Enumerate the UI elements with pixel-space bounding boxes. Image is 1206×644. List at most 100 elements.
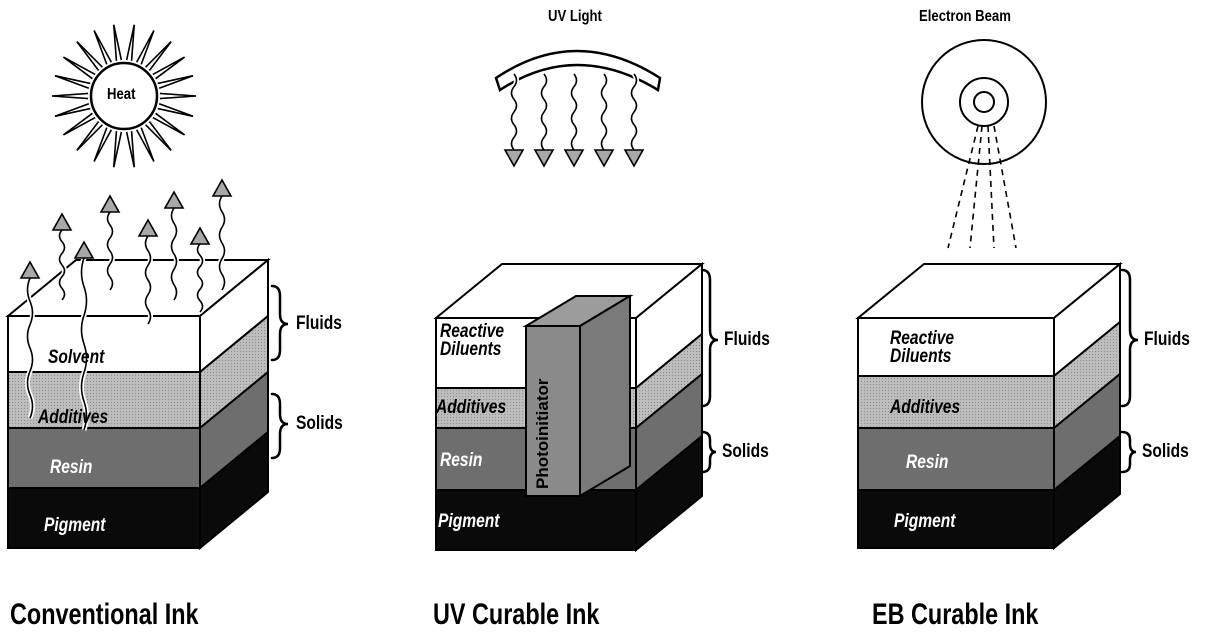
conv-layer-front-2: [7, 427, 201, 489]
title-conventional-ink: Conventional Ink: [10, 598, 199, 631]
conventional-ink-block: [5, 257, 271, 551]
uv-ray-3: [593, 72, 615, 168]
layer-label-solvent: Solvent: [48, 347, 105, 368]
evap-arrow-4-line: [144, 235, 152, 325]
uv-lamp-reflector: [494, 49, 662, 93]
evap-arrow-4-head: [137, 218, 159, 237]
brace-conventional-fluids: [270, 284, 289, 362]
conv-layer-front-0: [7, 315, 201, 373]
evap-arrow-0-line: [26, 277, 34, 419]
sun-ray-21: [157, 74, 194, 90]
uv-layer-front-3: [435, 489, 637, 551]
sun-ray-8: [76, 121, 103, 151]
sun-ray-13: [62, 56, 96, 80]
uv-ray-2: [563, 72, 585, 168]
bracket-label-fluids-uv: Fluids: [724, 329, 770, 350]
eb-layer-front-1: [857, 375, 1055, 429]
layer-label-resin-uv: Resin: [440, 450, 483, 471]
bracket-label-solids-conventional: Solids: [296, 413, 343, 434]
layer-label-additives-eb: Additives: [890, 397, 961, 418]
photoinitiator-column-side: [579, 294, 631, 498]
evap-arrow-6: [189, 226, 211, 314]
conv-layer-side-3: [199, 429, 269, 551]
uv-ray-0-line: [510, 73, 518, 151]
layer-label-pigment: Pigment: [44, 515, 106, 536]
evap-arrow-2: [73, 240, 95, 431]
uv-ray-0: [503, 72, 525, 168]
evaporation-arrows-icon: [19, 178, 233, 431]
heat-label: Heat: [107, 86, 136, 103]
sun-ray-17: [125, 24, 136, 61]
evap-arrow-0: [19, 260, 41, 419]
uv-ray-2-head: [563, 149, 585, 168]
sun-ray-10: [54, 102, 91, 118]
braces: [270, 268, 1139, 474]
brace-conventional-solids: [270, 392, 289, 460]
uv-ray-4-head: [623, 149, 645, 168]
sun-ray-5: [125, 131, 136, 168]
bracket-label-fluids-eb: Fluids: [1144, 329, 1190, 350]
conv-layer-front-3: [7, 487, 201, 549]
evap-arrow-7: [211, 178, 233, 292]
evap-arrow-1-head: [51, 212, 73, 231]
bracket-label-solids-uv: Solids: [722, 441, 769, 462]
eb-layer-side-3: [1053, 433, 1121, 551]
electron-beam-label: Electron Beam: [919, 8, 1011, 25]
brace-eb-solids: [1120, 430, 1137, 474]
bracket-label-fluids-conventional: Fluids: [296, 313, 342, 334]
photoinitiator-label: Photoinitiator: [533, 378, 552, 489]
brace-uv-solids: [700, 430, 717, 474]
sun-ray-18: [135, 30, 155, 65]
uv-light-label: UV Light: [548, 8, 602, 25]
sun-ray-20: [152, 56, 186, 80]
bracket-label-solids-eb: Solids: [1142, 441, 1189, 462]
eb-layer-front-3: [857, 489, 1055, 549]
evap-arrow-3-head: [99, 194, 121, 213]
sun-ray-6: [112, 131, 123, 168]
sun-ray-7: [93, 127, 113, 162]
uv-ray-4-line: [630, 73, 638, 151]
title-eb-curable-ink: EB Curable Ink: [872, 598, 1039, 631]
layer-label-reactive-diluents-eb: Reactive Diluents: [890, 328, 955, 367]
electron-beam-icon: [921, 39, 1047, 249]
eb-beam-0: [947, 125, 979, 249]
evap-arrow-6-head: [189, 226, 211, 245]
uv-ray-2-line: [570, 73, 578, 151]
uv-ray-1: [533, 72, 555, 168]
uv-ray-3-line: [600, 73, 608, 151]
evap-arrow-7-line: [218, 195, 226, 291]
uv-ray-1-line: [540, 73, 548, 151]
layer-label-resin: Resin: [50, 457, 93, 478]
evap-arrow-1-line: [58, 229, 66, 301]
eb-beam-1: [969, 125, 983, 249]
evap-arrow-1: [51, 212, 73, 302]
uv-lamp-icon: [494, 49, 662, 168]
evap-arrow-5: [163, 190, 185, 302]
sun-ray-11: [51, 92, 89, 100]
eb-beam-3: [993, 125, 1017, 249]
uv-ray-1-head: [533, 149, 555, 168]
layer-label-additives-uv: Additives: [436, 397, 507, 418]
sun-ray-9: [62, 112, 96, 136]
layer-label-pigment-eb: Pigment: [894, 511, 956, 532]
evap-arrow-3: [99, 194, 121, 292]
uv-ray-3-head: [593, 149, 615, 168]
evap-arrow-3-line: [106, 211, 114, 291]
sun-disc: [89, 61, 159, 131]
uv-ray-4: [623, 72, 645, 168]
heat-sun-icon: [51, 24, 197, 168]
evap-arrow-5-line: [170, 207, 178, 301]
layer-label-additives: Additives: [38, 407, 109, 428]
layer-label-pigment-uv: Pigment: [438, 511, 500, 532]
sun-ray-4: [135, 127, 155, 162]
eb-curable-ink-block: [855, 261, 1123, 551]
sun-ray-16: [112, 24, 123, 61]
evap-arrow-4: [137, 218, 159, 326]
evap-arrow-7-head: [211, 178, 233, 197]
sun-ray-3: [145, 121, 172, 151]
evap-arrow-5-head: [163, 190, 185, 209]
sun-ray-0: [159, 92, 197, 100]
layer-label-resin-eb: Resin: [906, 452, 949, 473]
